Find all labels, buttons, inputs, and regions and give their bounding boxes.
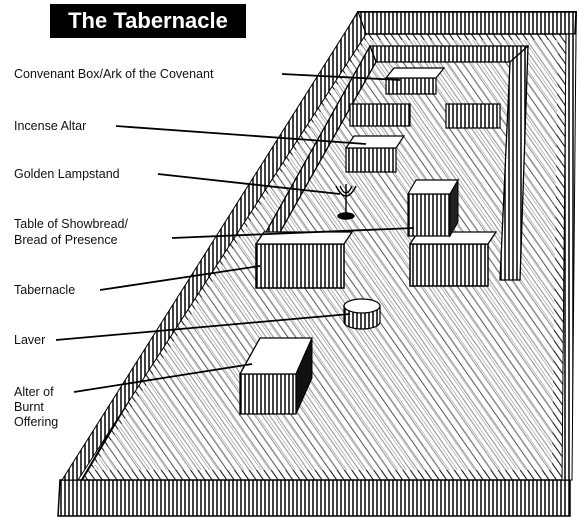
incense-altar bbox=[346, 148, 396, 172]
veil-left bbox=[350, 104, 410, 126]
altar-burnt-offering bbox=[240, 374, 296, 414]
label-ark: Convenant Box/Ark of the Covenant bbox=[14, 67, 213, 81]
label-altar-line2: Burnt bbox=[14, 400, 44, 414]
label-showbread-line1: Table of Showbread/ bbox=[14, 217, 128, 231]
table-of-showbread bbox=[408, 194, 450, 236]
label-golden-lampstand: Golden Lampstand bbox=[14, 167, 120, 181]
tabernacle-front-right bbox=[410, 244, 488, 286]
tabernacle-wall-top bbox=[370, 46, 528, 62]
label-incense-altar: Incense Altar bbox=[14, 119, 86, 133]
label-laver: Laver bbox=[14, 333, 45, 347]
tabernacle-front-left bbox=[256, 244, 344, 288]
label-altar-line1: Alter of bbox=[14, 385, 54, 399]
incense-altar-top bbox=[346, 136, 404, 148]
diagram-title: The Tabernacle bbox=[50, 4, 246, 38]
veil-right bbox=[446, 104, 500, 128]
ark-top bbox=[386, 68, 444, 78]
label-showbread-line2: Bread of Presence bbox=[14, 233, 118, 247]
showbread-top bbox=[408, 180, 458, 194]
label-altar-line3: Offering bbox=[14, 415, 58, 429]
label-tabernacle: Tabernacle bbox=[14, 283, 75, 297]
fence-top bbox=[358, 12, 576, 34]
fence-bottom bbox=[58, 480, 570, 516]
